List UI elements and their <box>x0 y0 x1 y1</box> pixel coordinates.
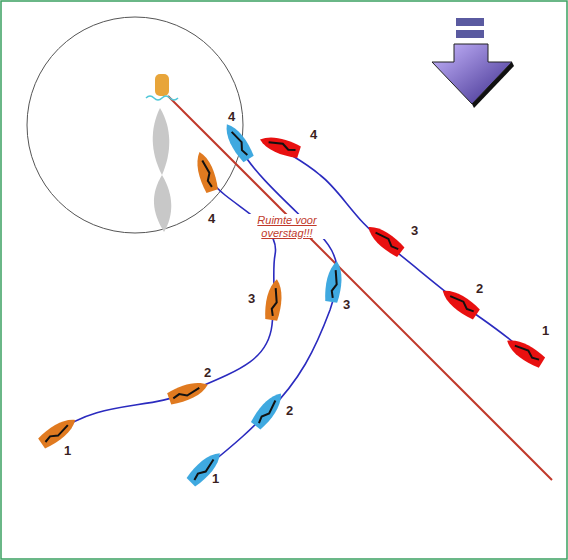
blue-boats <box>186 120 345 487</box>
callout-number: 4 <box>228 110 235 123</box>
callout-number: 1 <box>64 444 71 457</box>
callout-number: 2 <box>476 282 483 295</box>
zone-circle <box>27 17 243 233</box>
callout-number: 4 <box>208 212 215 225</box>
warning-note: Ruimte voor overstag!!! <box>238 214 336 239</box>
callout-number: 3 <box>248 292 255 305</box>
callout-number: 2 <box>204 366 211 379</box>
red-boats <box>258 132 546 369</box>
orange-boats <box>37 150 284 450</box>
committee-boat <box>153 108 172 232</box>
mark-buoy <box>146 74 178 100</box>
callout-number: 1 <box>542 324 549 337</box>
layline <box>168 96 552 480</box>
boat-tracks <box>58 148 525 468</box>
callout-number: 1 <box>212 472 219 485</box>
callout-number: 4 <box>310 128 317 141</box>
callout-number: 2 <box>286 404 293 417</box>
callout-number: 3 <box>411 224 418 237</box>
wind-arrow <box>432 18 514 108</box>
callout-number: 3 <box>343 298 350 311</box>
